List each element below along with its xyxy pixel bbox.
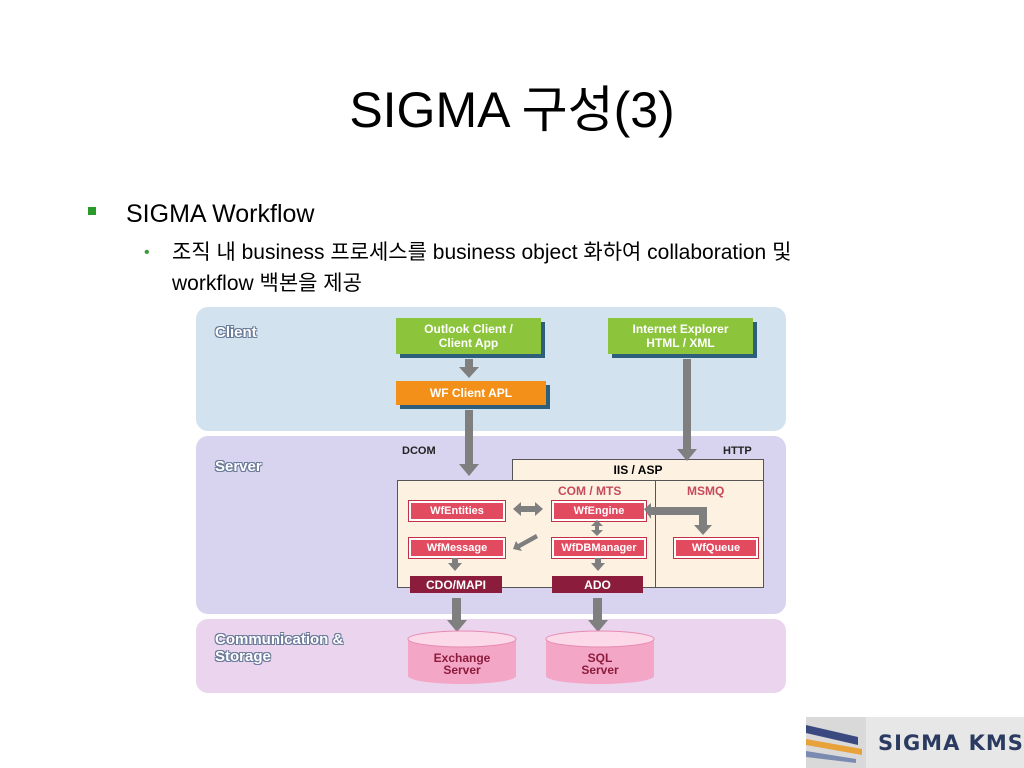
com-mts-region <box>397 480 657 588</box>
storage-layer-label: Communication & Storage <box>215 631 343 665</box>
outlook-line2: Client App <box>438 336 499 350</box>
arrow-dbmanager-ado <box>591 558 605 571</box>
ie-line1: Internet Explorer <box>632 322 729 336</box>
dcom-label: DCOM <box>402 445 436 457</box>
msmq-region <box>655 480 764 588</box>
dot-bullet-icon: • <box>144 244 150 261</box>
msmq-label: MSMQ <box>687 484 725 498</box>
client-layer-label: Client <box>215 324 257 341</box>
server-layer-label: Server <box>215 458 262 475</box>
exchange-line2: Server <box>443 663 481 677</box>
arrow-engine-queue <box>644 503 712 535</box>
storage-label-line2: Storage <box>215 648 271 665</box>
slide-title: SIGMA 구성(3) <box>349 82 675 138</box>
wfqueue-box: WfQueue <box>673 537 759 559</box>
wfengine-box: WfEngine <box>551 500 647 522</box>
wfdbmanager-box: WfDBManager <box>551 537 647 559</box>
arrow-entities-engine <box>513 502 543 516</box>
sigma-kms-logo: SIGMA KMS <box>806 717 1024 768</box>
arrow-dcom <box>459 410 479 476</box>
arrow-engine-message <box>513 534 538 551</box>
sql-server-cylinder: SQL Server <box>545 630 655 686</box>
arrow-engine-dbmanager <box>591 520 603 536</box>
cylinder-icon <box>407 630 517 684</box>
exchange-server-cylinder: Exchange Server <box>407 630 517 686</box>
arrow-message-cdo <box>448 558 462 571</box>
architecture-diagram: Client Server Communication & Storage Ou… <box>195 306 787 694</box>
sql-line2: Server <box>581 663 619 677</box>
outlook-line1: Outlook Client / <box>424 322 513 336</box>
logo-text: SIGMA KMS <box>878 731 1024 755</box>
bullet-level1-text: SIGMA Workflow <box>126 200 315 228</box>
arrow-ado-sql <box>588 598 608 632</box>
arrow-cdo-exchange <box>447 598 467 632</box>
wf-client-apl-box: WF Client APL <box>396 381 546 405</box>
logo-stripes-icon <box>806 717 866 768</box>
cdo-mapi-box: CDO/MAPI <box>410 576 502 593</box>
connector-arrows <box>447 359 712 632</box>
http-label: HTTP <box>723 445 752 457</box>
wfmessage-box: WfMessage <box>408 537 506 559</box>
com-mts-label: COM / MTS <box>558 484 622 498</box>
bullet-level2-text: 조직 내 business 프로세스를 business object 화하여 … <box>172 241 792 295</box>
ie-line2: HTML / XML <box>646 336 715 350</box>
exchange-line1: Exchange <box>433 651 491 665</box>
arrow-outlook-to-wfclient <box>459 359 479 378</box>
cylinder-icon <box>545 630 655 684</box>
wfentities-box: WfEntities <box>408 500 506 522</box>
ado-box: ADO <box>552 576 643 593</box>
storage-label-line1: Communication & <box>215 631 344 648</box>
arrow-http <box>677 359 697 461</box>
sql-line1: SQL <box>587 651 613 665</box>
outlook-client-box: Outlook Client /Client App <box>396 318 541 354</box>
square-bullet-icon <box>88 207 96 215</box>
